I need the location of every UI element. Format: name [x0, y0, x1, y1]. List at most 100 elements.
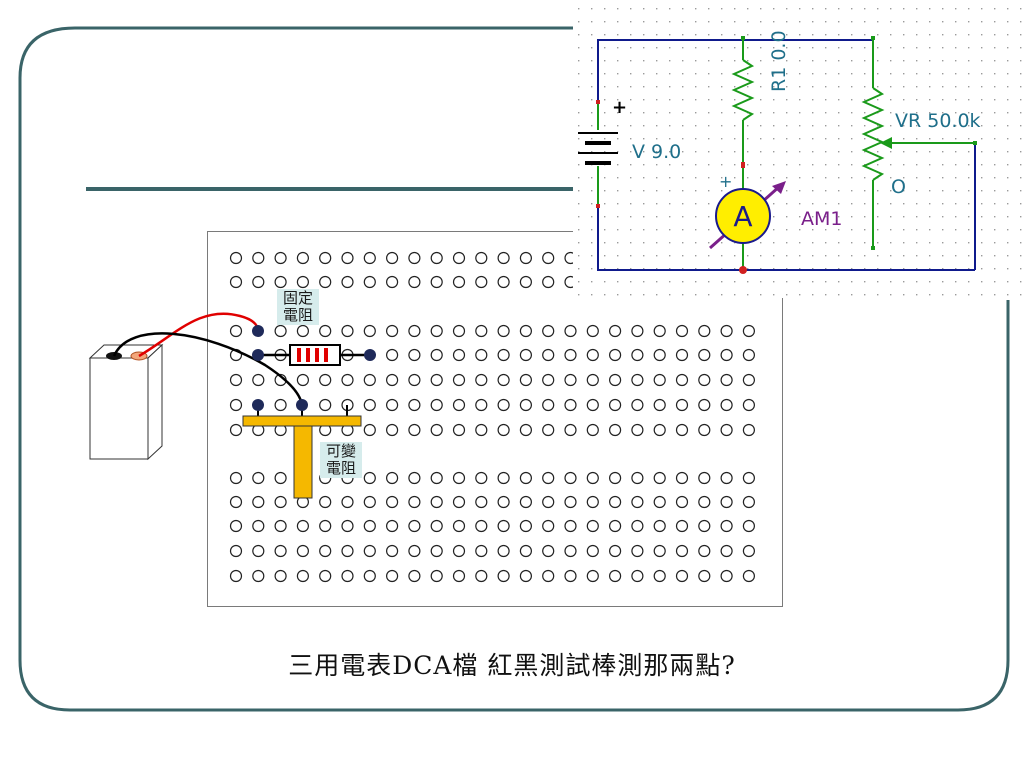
- breadboard-hole: [519, 544, 533, 558]
- breadboard-hole: [229, 398, 243, 412]
- breadboard-hole: [586, 423, 599, 437]
- breadboard-hole: [274, 398, 287, 412]
- battery: [88, 343, 164, 461]
- breadboard-hole: [274, 495, 287, 509]
- breadboard-hole: [296, 519, 309, 533]
- breadboard-hole: [430, 398, 443, 412]
- breadboard-hole: [742, 544, 756, 558]
- breadboard-hole: [229, 544, 243, 558]
- breadboard-hole: [452, 423, 466, 437]
- breadboard-hole: [564, 495, 577, 509]
- breadboard-hole: [608, 398, 622, 412]
- breadboard-hole: [608, 519, 622, 533]
- breadboard-hole: [720, 324, 733, 338]
- breadboard-hole: [653, 544, 666, 558]
- breadboard-hole: [586, 519, 599, 533]
- breadboard-hole: [229, 519, 243, 533]
- breadboard-hole: [386, 398, 399, 412]
- breadboard-hole: [675, 471, 689, 485]
- breadboard-hole: [475, 569, 488, 583]
- breadboard-hole: [698, 373, 711, 387]
- breadboard-hole: [452, 471, 466, 485]
- breadboard-hole: [296, 569, 309, 583]
- schematic-potentiometer: VR 50.0k O: [861, 36, 981, 250]
- breadboard-hole: [519, 324, 533, 338]
- breadboard-hole: [319, 373, 332, 387]
- breadboard-hole: [497, 251, 510, 265]
- breadboard-hole: [497, 519, 510, 533]
- breadboard-hole: [698, 348, 711, 362]
- breadboard-hole: [742, 423, 756, 437]
- breadboard-hole: [408, 495, 421, 509]
- breadboard-hole: [363, 324, 376, 338]
- breadboard-hole: [341, 544, 354, 558]
- ammeter-polarity: +: [719, 172, 732, 191]
- breadboard-hole: [497, 398, 510, 412]
- breadboard-hole: [720, 495, 733, 509]
- breadboard-hole: [586, 471, 599, 485]
- breadboard-hole: [586, 373, 599, 387]
- breadboard-hole: [452, 569, 466, 583]
- breadboard-hole: [519, 398, 533, 412]
- breadboard-hole: [452, 398, 466, 412]
- breadboard-hole: [542, 251, 555, 265]
- breadboard-hole: [519, 251, 533, 265]
- breadboard-hole: [542, 544, 555, 558]
- black-lead: [112, 332, 304, 406]
- schematic-wires: [597, 39, 976, 271]
- breadboard-hole: [564, 324, 577, 338]
- breadboard-hole: [408, 544, 421, 558]
- breadboard-hole: [675, 398, 689, 412]
- breadboard-hole: [675, 373, 689, 387]
- breadboard-hole: [586, 569, 599, 583]
- breadboard-hole: [519, 519, 533, 533]
- breadboard-hole: [653, 519, 666, 533]
- breadboard-hole: [430, 251, 443, 265]
- breadboard-hole: [430, 569, 443, 583]
- breadboard-hole: [675, 423, 689, 437]
- breadboard-hole: [408, 423, 421, 437]
- breadboard-hole: [519, 275, 533, 289]
- breadboard-hole: [430, 471, 443, 485]
- breadboard-hole: [475, 251, 488, 265]
- r1-label: R1 0.0: [768, 30, 790, 92]
- variable-resistor-label: 可變電阻: [320, 442, 362, 478]
- breadboard-hole: [475, 519, 488, 533]
- breadboard-hole: [742, 495, 756, 509]
- breadboard-hole: [229, 373, 243, 387]
- breadboard-hole: [319, 544, 332, 558]
- breadboard-hole: [363, 373, 376, 387]
- breadboard-hole: [363, 569, 376, 583]
- breadboard-hole: [720, 348, 733, 362]
- breadboard-hole: [386, 348, 399, 362]
- breadboard-hole: [408, 519, 421, 533]
- breadboard-hole: [720, 519, 733, 533]
- breadboard-hole: [363, 471, 376, 485]
- breadboard-hole: [564, 471, 577, 485]
- breadboard-hole: [542, 423, 555, 437]
- breadboard-hole: [497, 569, 510, 583]
- breadboard-hole: [586, 544, 599, 558]
- pot-label: VR 50.0k: [895, 110, 981, 132]
- breadboard-hole: [386, 324, 399, 338]
- breadboard-hole: [720, 544, 733, 558]
- breadboard-hole: [542, 495, 555, 509]
- breadboard-hole: [274, 324, 287, 338]
- schematic-battery: + V 9.0: [578, 97, 681, 208]
- breadboard-hole: [475, 495, 488, 509]
- question-text: 三用電表DCA檔 紅黑測試棒測那兩點?: [288, 651, 736, 680]
- breadboard-hole: [698, 519, 711, 533]
- breadboard-hole: [341, 519, 354, 533]
- breadboard-hole: [296, 275, 309, 289]
- breadboard-hole: [430, 495, 443, 509]
- breadboard-hole: [452, 251, 466, 265]
- breadboard-hole: [653, 569, 666, 583]
- breadboard-hole: [452, 373, 466, 387]
- breadboard-hole: [497, 471, 510, 485]
- breadboard-hole: [497, 423, 510, 437]
- breadboard-hole: [497, 275, 510, 289]
- breadboard-hole: [720, 471, 733, 485]
- breadboard-hole: [631, 324, 644, 338]
- breadboard-hole: [475, 398, 488, 412]
- breadboard-hole: [519, 569, 533, 583]
